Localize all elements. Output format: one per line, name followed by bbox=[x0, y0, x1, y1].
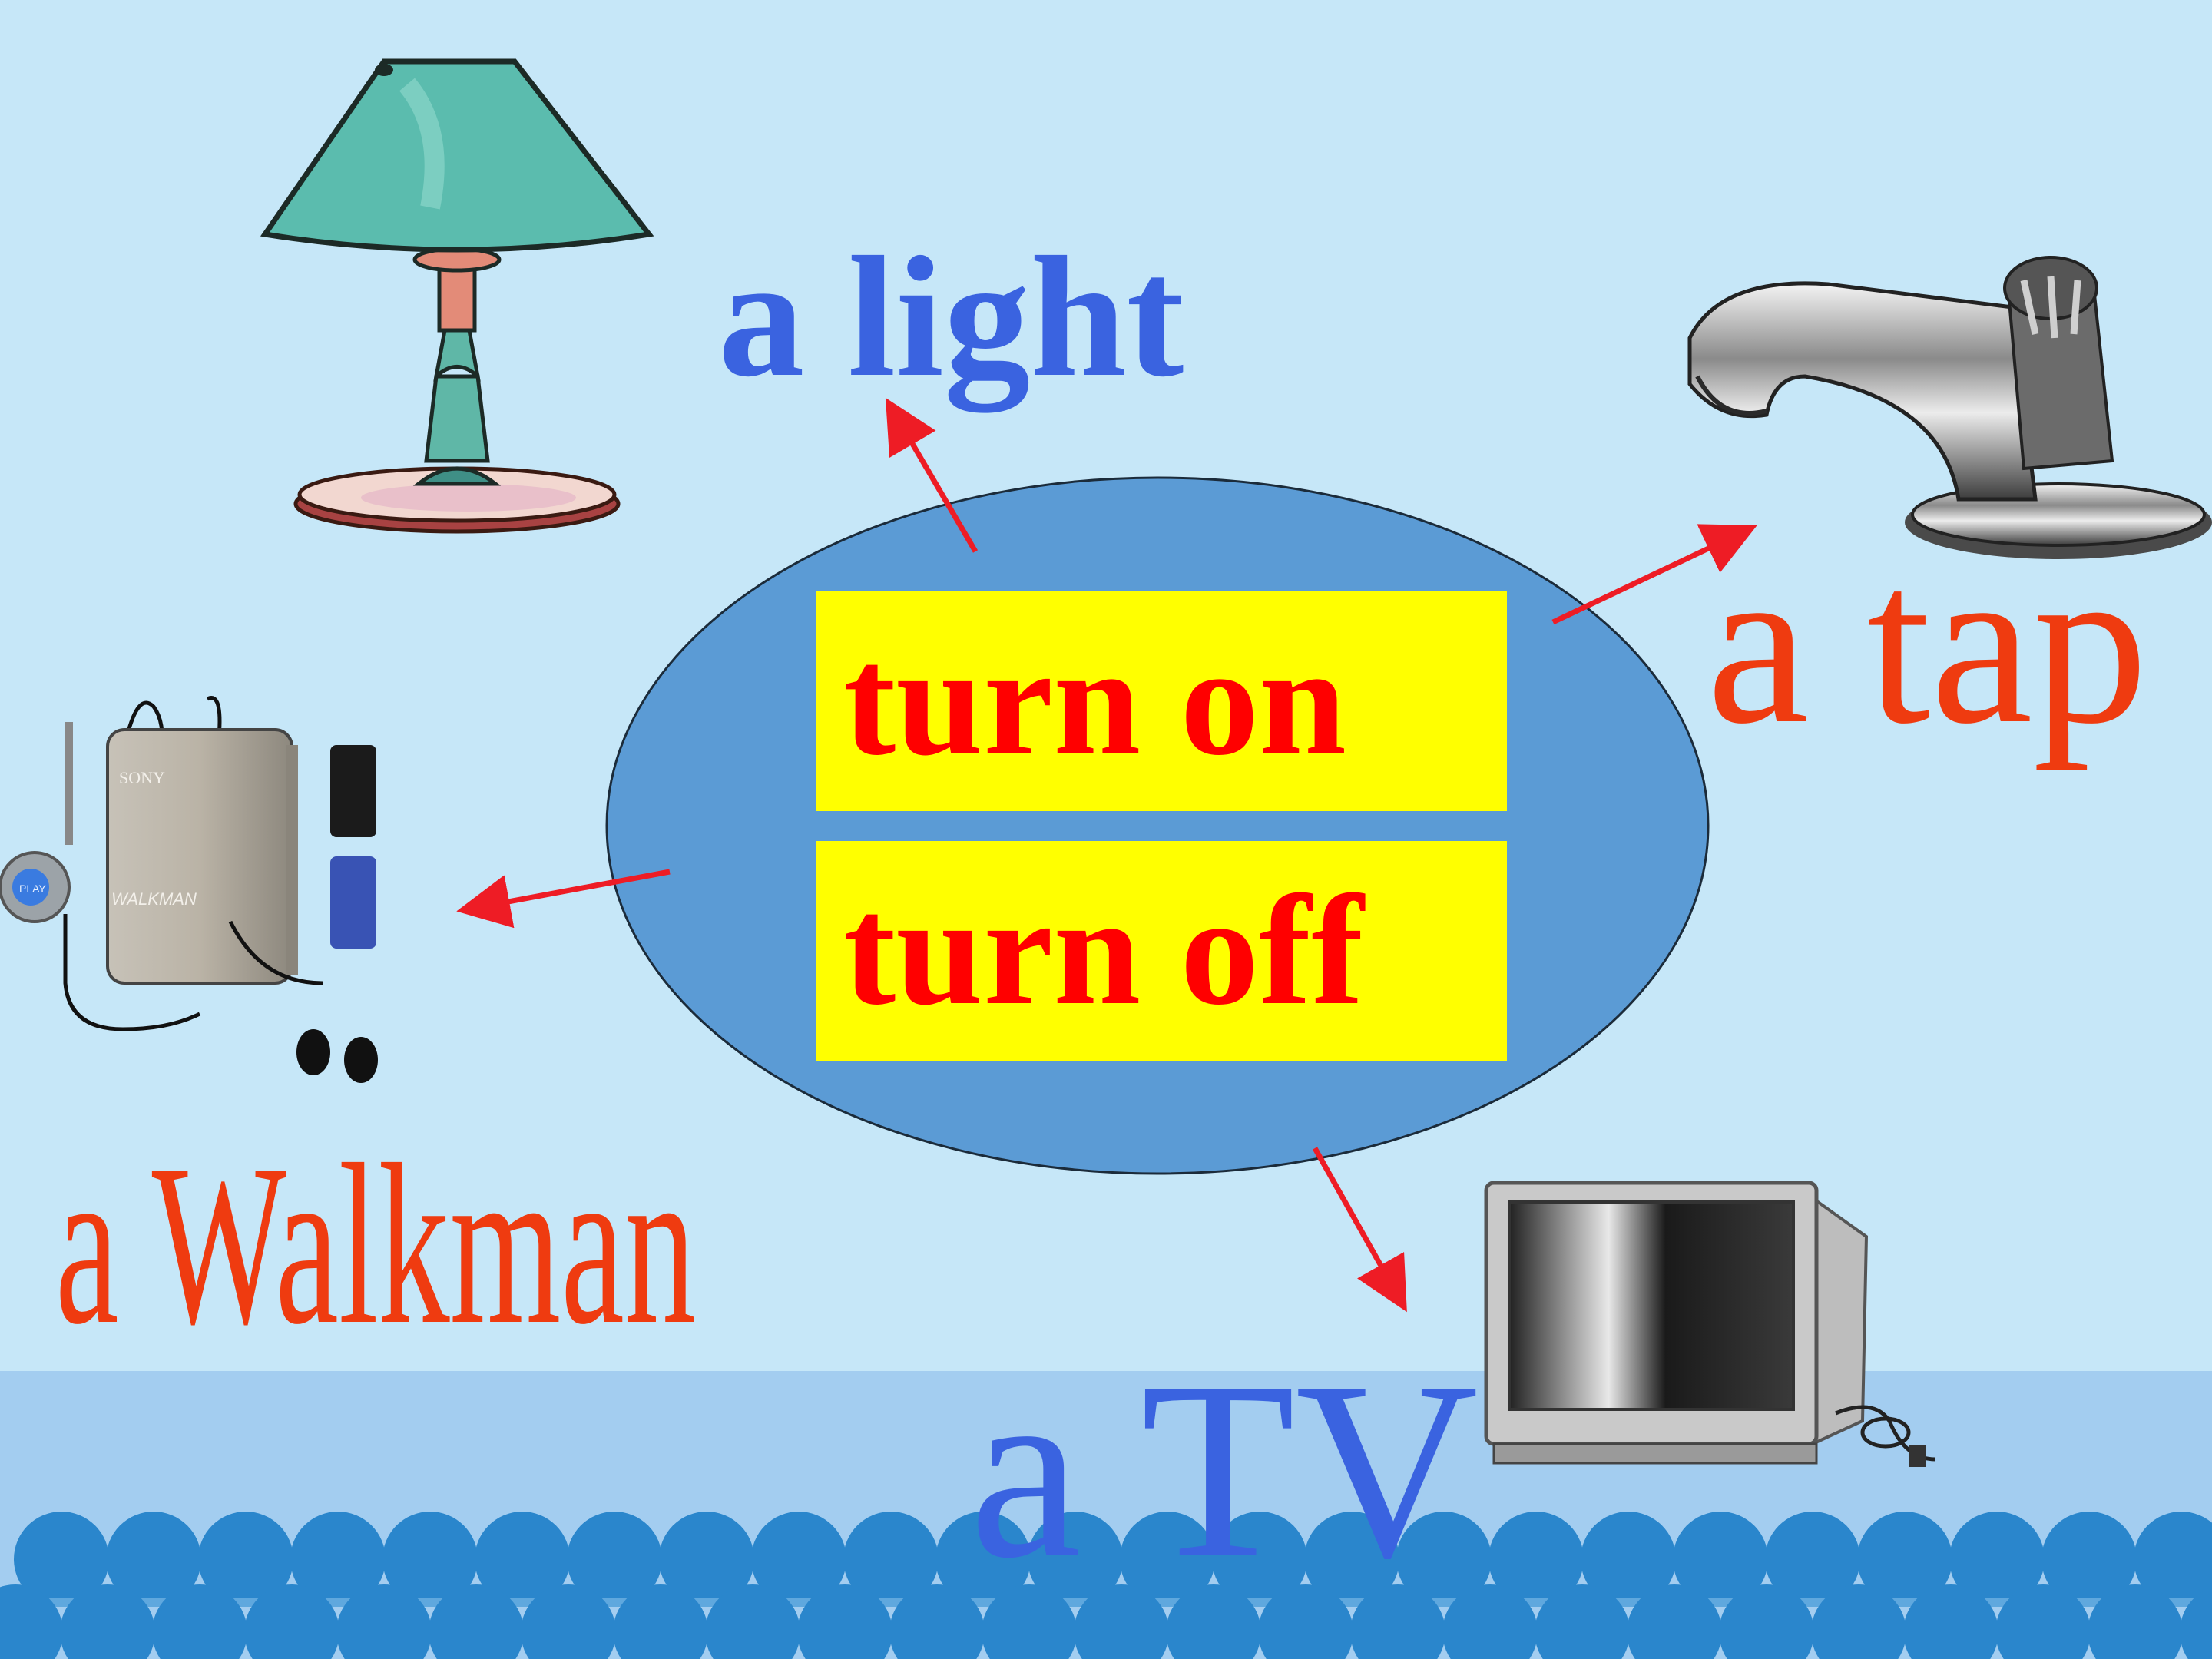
turn-off-box: turn off bbox=[816, 841, 1507, 1061]
wave-scallop bbox=[14, 1512, 109, 1607]
lamp-illustration bbox=[260, 58, 654, 534]
wave-scallop bbox=[244, 1584, 339, 1659]
wave-scallop bbox=[382, 1512, 478, 1607]
wave-scallop bbox=[1765, 1512, 1860, 1607]
wave-scallop bbox=[2088, 1584, 2183, 1659]
wave-scallop bbox=[843, 1512, 939, 1607]
wave-scallop bbox=[1627, 1584, 1722, 1659]
wave-scallop bbox=[1120, 1512, 1215, 1607]
wave-scallop bbox=[797, 1584, 892, 1659]
wave-scallop bbox=[567, 1512, 662, 1607]
turn-off-text: turn off bbox=[843, 863, 1364, 1038]
wave-scallop bbox=[1028, 1512, 1123, 1607]
turn-on-box: turn on bbox=[816, 591, 1507, 811]
tap-illustration bbox=[1687, 256, 2212, 559]
wave-scallop bbox=[1166, 1584, 1261, 1659]
label-tap: a tap bbox=[1707, 516, 2148, 771]
wave-scallop bbox=[152, 1584, 247, 1659]
wave-scallop bbox=[336, 1584, 432, 1659]
wave-scallop bbox=[521, 1584, 616, 1659]
wave-scallop bbox=[1396, 1512, 1492, 1607]
wave-scallop bbox=[935, 1512, 1031, 1607]
wave-scallop bbox=[1350, 1584, 1445, 1659]
wave-scallop bbox=[2180, 1587, 2212, 1659]
walkman-illustration: SONY WALKMAN PLAY bbox=[0, 696, 378, 1083]
wave-scallop bbox=[0, 1584, 63, 1659]
wave-scallop bbox=[1074, 1584, 1169, 1659]
wave-scallop bbox=[1212, 1512, 1307, 1607]
wave-scallop bbox=[1719, 1584, 1814, 1659]
wave-scallop bbox=[705, 1584, 800, 1659]
wave-scallop bbox=[659, 1512, 754, 1607]
label-walkman: a Walkman bbox=[55, 1117, 696, 1372]
wave-scallop bbox=[106, 1512, 201, 1607]
wave-scallop bbox=[1258, 1584, 1353, 1659]
wave-decoration bbox=[0, 1512, 2212, 1659]
wave-scallop bbox=[198, 1512, 293, 1607]
label-light: a light bbox=[718, 220, 1184, 412]
wave-scallop bbox=[1949, 1512, 2045, 1607]
wave-scallop bbox=[982, 1584, 1077, 1659]
wave-scallop bbox=[1673, 1512, 1768, 1607]
wave-scallop bbox=[1995, 1584, 2091, 1659]
label-tv: a TV bbox=[969, 1330, 1479, 1611]
wave-scallop bbox=[2134, 1512, 2212, 1607]
wave-scallop bbox=[613, 1584, 708, 1659]
wave-scallop bbox=[60, 1584, 155, 1659]
wave-scallop bbox=[1442, 1584, 1538, 1659]
wave-scallop bbox=[290, 1512, 386, 1607]
walkman-model: WALKMAN bbox=[111, 889, 197, 909]
walkman-remote-label: PLAY bbox=[19, 882, 46, 895]
wave-scallop bbox=[1857, 1512, 1952, 1607]
wave-scallop bbox=[889, 1584, 985, 1659]
wave-scallop bbox=[1488, 1512, 1584, 1607]
wave-scallop bbox=[1903, 1584, 1998, 1659]
wave-scallop bbox=[1304, 1512, 1399, 1607]
wave-scallop bbox=[2041, 1512, 2137, 1607]
wave-scallop bbox=[475, 1512, 570, 1607]
center-oval bbox=[605, 476, 1710, 1175]
wave-scallop bbox=[1535, 1584, 1630, 1659]
turn-on-text: turn on bbox=[843, 614, 1347, 788]
tv-illustration bbox=[1484, 1181, 1936, 1467]
wave-scallop bbox=[429, 1584, 524, 1659]
wave-scallop bbox=[1811, 1584, 1906, 1659]
walkman-brand: SONY bbox=[119, 768, 165, 787]
wave-scallop bbox=[751, 1512, 846, 1607]
wave-scallop bbox=[1581, 1512, 1676, 1607]
